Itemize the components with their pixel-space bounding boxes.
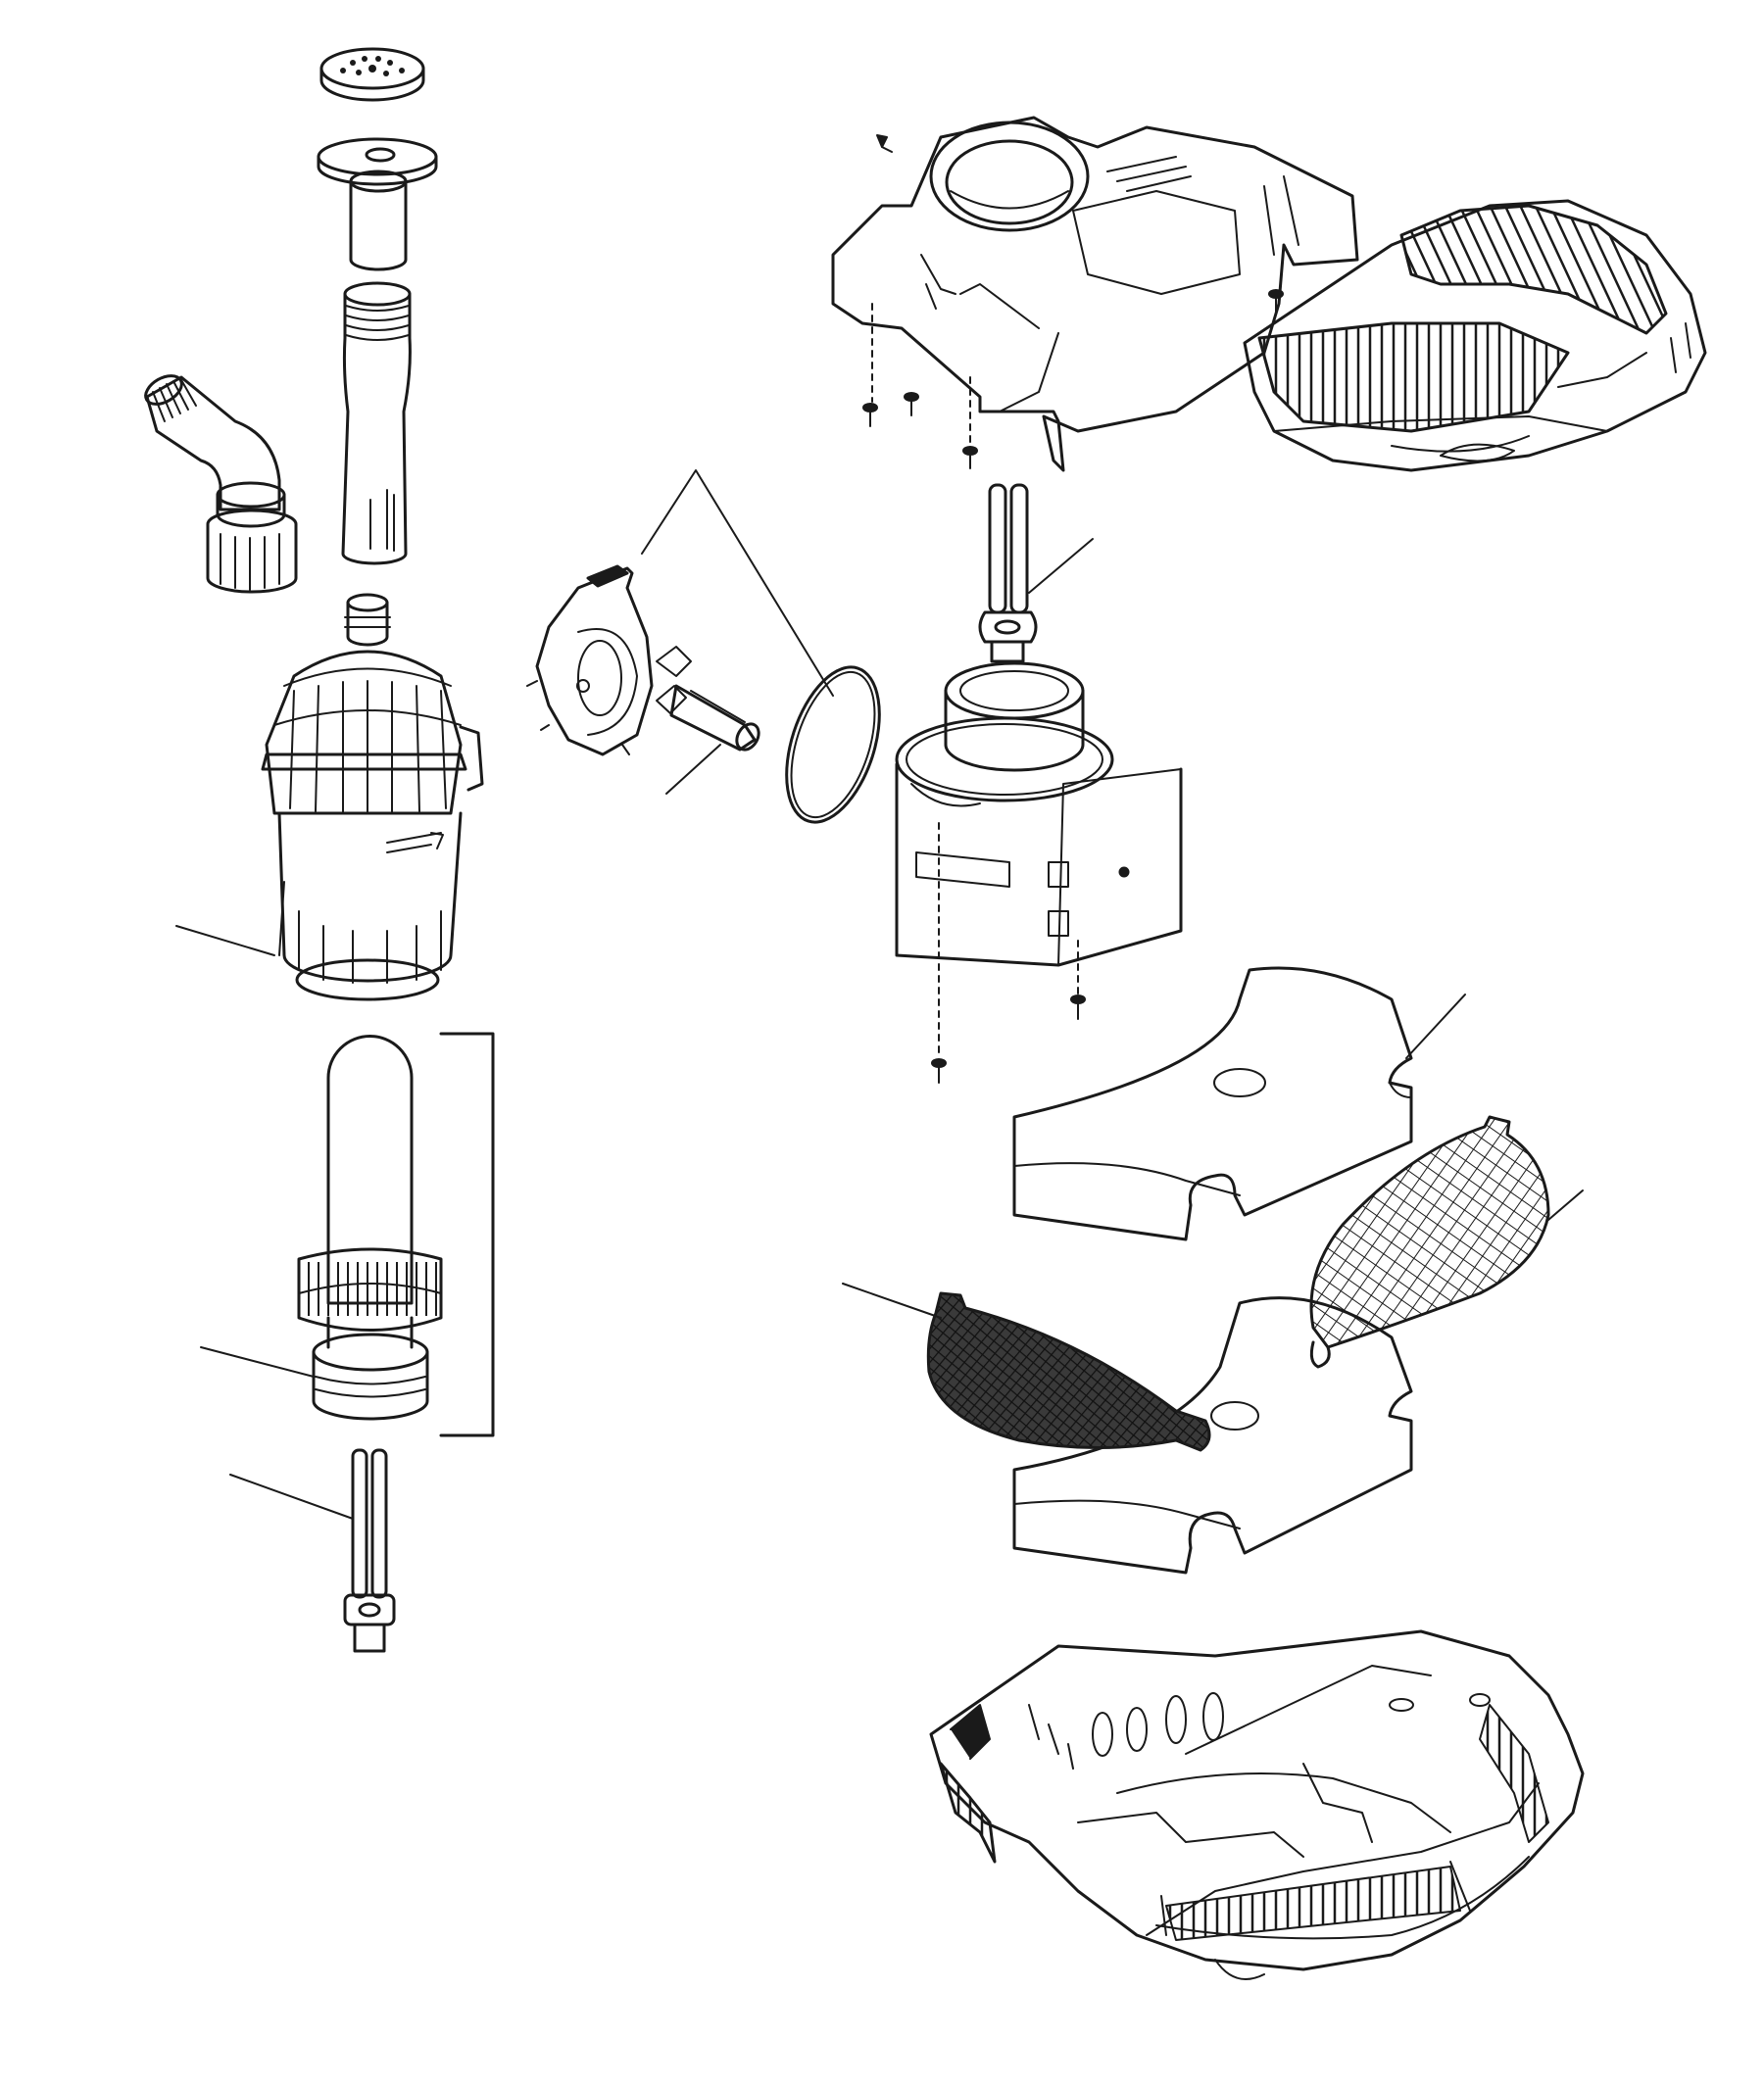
impeller-housing	[526, 564, 654, 756]
assembly-guides	[871, 303, 1079, 1059]
screw	[1268, 289, 1284, 313]
nozzle-disc	[317, 137, 438, 186]
screw	[904, 392, 919, 416]
screws	[862, 134, 1284, 1084]
top-cover	[831, 116, 1359, 472]
screw	[876, 134, 893, 153]
uv-lamp-small	[343, 1448, 396, 1653]
foam-pad-lower	[1012, 1296, 1413, 1575]
media-bag-right	[1309, 1115, 1550, 1369]
foam-pad-upper	[1012, 966, 1413, 1241]
grille-lid	[1243, 199, 1707, 472]
elbow-hose-fitting	[144, 374, 298, 594]
screw	[931, 1058, 947, 1084]
screw	[862, 403, 878, 427]
uv-lamp	[978, 483, 1038, 663]
sprayer-cap	[319, 47, 425, 102]
short-tube	[349, 170, 408, 271]
assembly-bracket	[439, 1032, 495, 1437]
line-art	[144, 47, 1707, 1980]
impeller	[656, 646, 760, 752]
screw	[962, 446, 978, 469]
screw	[1070, 995, 1086, 1020]
filter-canister	[261, 593, 484, 1001]
pump-motor	[895, 661, 1183, 967]
base-housing	[929, 1629, 1585, 1980]
o-ring	[785, 665, 881, 824]
uv-sleeve-assembly	[297, 1035, 443, 1421]
threaded-riser	[341, 281, 412, 565]
media-bag-left	[926, 1291, 1211, 1452]
leader-lines	[175, 469, 1584, 1520]
